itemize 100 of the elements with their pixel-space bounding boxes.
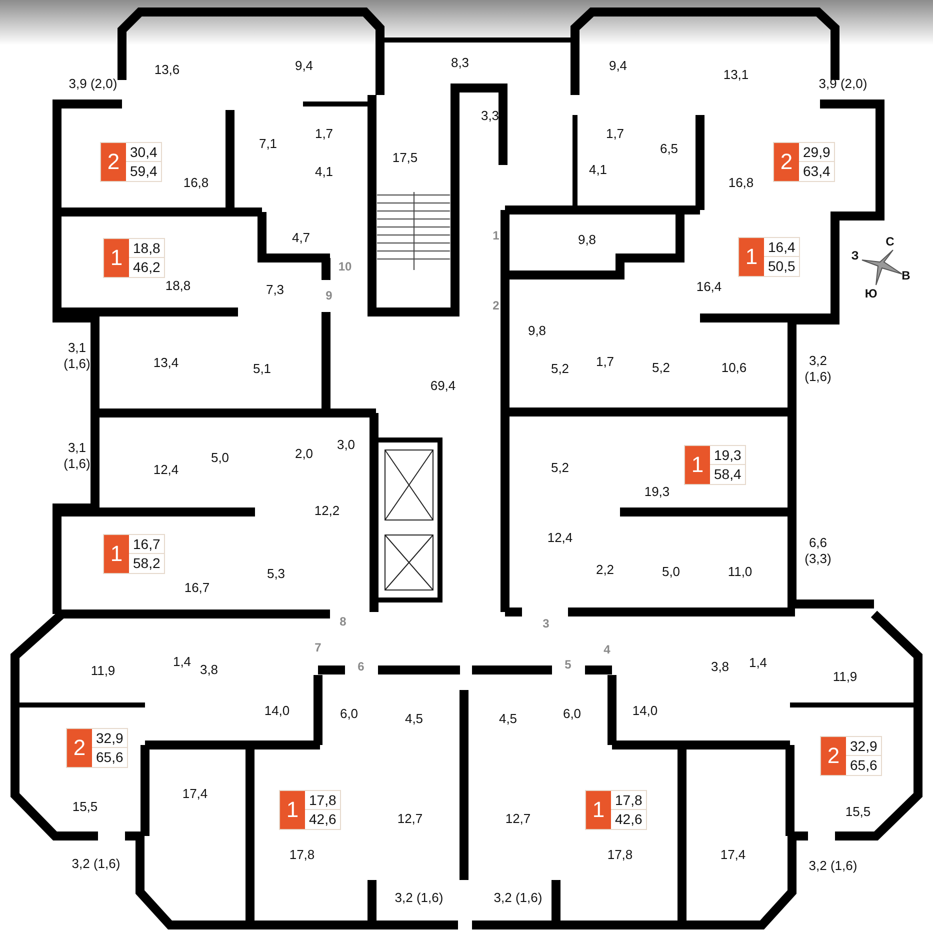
room-area: 10,6 — [721, 360, 747, 376]
compass-letter: Ю — [864, 286, 878, 302]
room-area: 16,8 — [183, 174, 209, 192]
room-area: 3,2 (1,6) — [72, 856, 120, 872]
room-area: 5,2 — [652, 360, 670, 376]
room-area: 6,5 — [660, 140, 678, 158]
door-number: 10 — [338, 260, 352, 274]
room-count: 1 — [104, 239, 129, 277]
compass-letter: В — [902, 268, 910, 284]
door-number: 6 — [358, 660, 364, 674]
room-area: 5,0 — [662, 564, 680, 580]
living-area: 32,9 — [846, 737, 882, 756]
room-area: 1,4 — [748, 654, 768, 672]
room-area: 9,8 — [578, 232, 596, 248]
room-count: 2 — [101, 143, 126, 181]
total-area: 65,6 — [92, 748, 128, 766]
door-number: 8 — [340, 614, 346, 630]
room-area: 3,2 (1,6) — [394, 890, 444, 906]
room-area: 6,6 (3,3) — [796, 534, 840, 568]
apartment-badge — [103, 534, 166, 574]
room-area: 13,6 — [154, 62, 180, 78]
room-area: 12,4 — [153, 462, 179, 478]
room-area: 5,0 — [210, 450, 230, 466]
total-area: 42,6 — [305, 810, 340, 828]
room-area: 18,8 — [165, 278, 191, 294]
room-area: 1,7 — [606, 126, 624, 142]
room-area: 11,9 — [832, 668, 858, 686]
room-area: 3,9 (2,0) — [68, 76, 118, 92]
living-area: 30,4 — [126, 143, 162, 162]
room-area: 14,0 — [632, 702, 658, 720]
room-area: 12,7 — [505, 810, 531, 828]
living-area: 32,9 — [92, 729, 128, 748]
room-area: 16,4 — [696, 278, 722, 296]
door-number: 1 — [492, 228, 500, 244]
room-area: 2,0 — [294, 446, 314, 462]
room-area: 12,4 — [547, 530, 573, 546]
living-area: 17,8 — [305, 791, 340, 810]
room-area: 12,7 — [397, 810, 423, 828]
room-area: 3,8 — [200, 662, 218, 678]
room-area: 9,8 — [528, 322, 546, 340]
room-area: 11,9 — [90, 662, 116, 680]
room-area: 3,8 — [710, 658, 730, 676]
total-area: 58,4 — [710, 465, 746, 483]
room-area: 6,0 — [562, 706, 582, 722]
total-area: 65,6 — [846, 756, 882, 774]
room-count: 2 — [821, 737, 846, 775]
room-area: 4,1 — [588, 162, 608, 178]
total-area: 50,5 — [764, 257, 800, 275]
room-area: 8,3 — [450, 54, 470, 72]
room-area: 1,7 — [314, 126, 334, 142]
room-count: 1 — [685, 446, 710, 484]
room-area: 12,2 — [314, 502, 340, 520]
room-area: 3,2 (1,6) — [808, 858, 858, 874]
room-area: 17,4 — [182, 786, 208, 802]
total-area: 63,4 — [799, 162, 834, 180]
living-area: 19,3 — [710, 446, 746, 465]
room-area: 19,3 — [644, 484, 670, 500]
door-number: 7 — [314, 640, 322, 656]
total-area: 42,6 — [611, 810, 646, 828]
living-area: 29,9 — [799, 143, 834, 162]
room-count: 1 — [586, 791, 611, 829]
room-area: 1,4 — [172, 654, 192, 670]
apartment-badge — [738, 237, 800, 277]
door-number: 2 — [492, 298, 500, 314]
room-area: 17,4 — [720, 846, 746, 864]
door-number: 3 — [542, 616, 550, 632]
room-area: 3,0 — [336, 436, 356, 454]
room-area: 17,8 — [289, 846, 315, 864]
room-area: 14,0 — [264, 702, 290, 720]
room-area: 5,1 — [252, 360, 272, 378]
apartment-badge — [585, 790, 648, 830]
apartment-badge — [684, 445, 746, 485]
apartment-badge — [820, 736, 882, 776]
room-area: 9,4 — [294, 58, 314, 74]
room-area: 4,5 — [498, 710, 518, 728]
compass-letter: З — [851, 248, 859, 264]
room-area: 15,5 — [845, 804, 871, 820]
apartment-badge — [279, 790, 342, 830]
total-area: 46,2 — [129, 258, 164, 276]
room-count: 1 — [739, 238, 764, 276]
room-area: 6,0 — [340, 706, 358, 722]
total-area: 58,2 — [129, 554, 164, 572]
door-number: 9 — [326, 288, 332, 304]
living-area: 16,7 — [129, 535, 164, 554]
room-area: 3,9 (2,0) — [818, 76, 868, 92]
living-area: 16,4 — [764, 238, 800, 257]
room-area: 3,2 (1,6) — [798, 352, 838, 386]
room-area: 9,4 — [608, 58, 628, 74]
room-area: 7,1 — [258, 136, 278, 152]
room-area: 3,1 (1,6) — [57, 340, 97, 372]
room-area: 5,2 — [550, 360, 570, 378]
room-area: 17,8 — [607, 846, 633, 864]
room-area: 4,1 — [314, 164, 334, 180]
room-area: 16,7 — [184, 580, 210, 596]
room-count: 1 — [104, 535, 129, 573]
room-area: 5,2 — [550, 460, 570, 476]
living-area: 17,8 — [611, 791, 646, 810]
apartment-badge — [103, 238, 166, 278]
room-count: 1 — [280, 791, 305, 829]
apartment-badge — [773, 142, 836, 182]
